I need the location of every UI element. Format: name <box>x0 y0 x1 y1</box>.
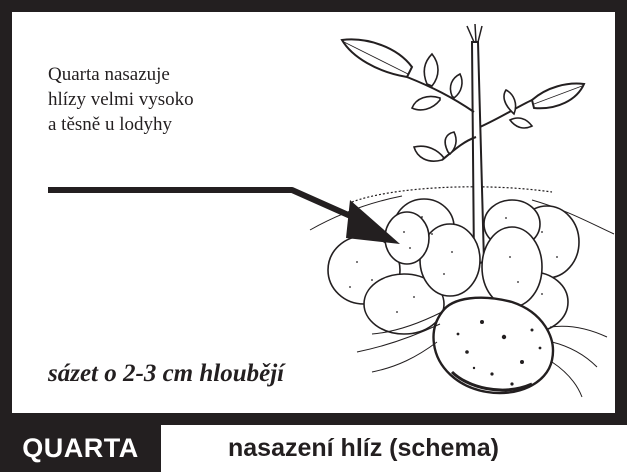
leaf-small-left-2 <box>412 96 440 109</box>
pointer-arrow-shaft <box>48 190 364 222</box>
variety-label: QUARTA <box>0 425 161 472</box>
soil-mound <box>352 187 552 202</box>
leaf-small-left-3 <box>450 74 462 98</box>
leaf-small-right-2 <box>510 118 532 128</box>
leaf-small-left-1 <box>424 54 438 86</box>
note-tuber-placement: Quarta nasazuje hlízy velmi vysoko a těs… <box>48 62 194 137</box>
stem-top <box>467 24 482 42</box>
leaf-large-right <box>532 84 584 109</box>
leaf-small-right-1 <box>504 90 516 114</box>
footer-bar: QUARTA nasazení hlíz (schema) <box>0 425 627 472</box>
leaf-low-left <box>414 146 444 161</box>
illustration-panel: Quarta nasazuje hlízy velmi vysoko a těs… <box>12 12 615 413</box>
schema-title: nasazení hlíz (schema) <box>228 425 499 472</box>
tuber-8 <box>482 227 542 307</box>
note-planting-depth: sázet o 2-3 cm hloubějí <box>48 360 284 388</box>
plant-stem <box>472 42 484 264</box>
